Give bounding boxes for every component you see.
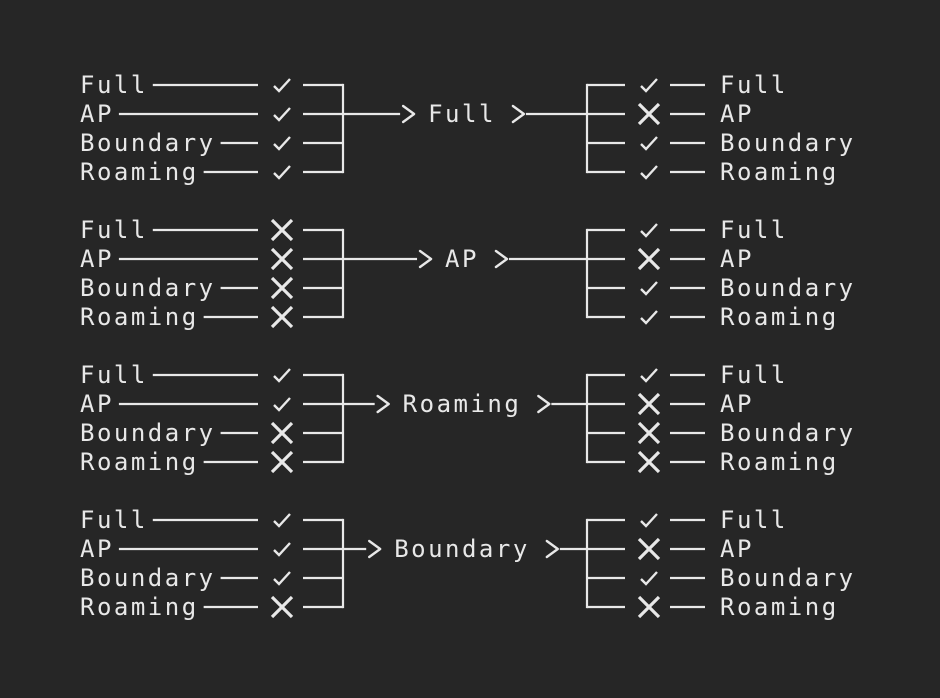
check-icon <box>273 368 291 383</box>
target-mode-label: Full <box>720 506 788 534</box>
target-mode-label: Boundary <box>720 129 856 157</box>
target-mode-label: Roaming <box>720 593 839 621</box>
check-icon <box>273 78 291 93</box>
cross-icon <box>637 102 661 126</box>
source-mode-label: Full <box>80 216 148 244</box>
source-mode-label: Roaming <box>80 448 199 476</box>
check-icon <box>640 78 658 93</box>
source-mode-label: Boundary <box>80 419 216 447</box>
check-icon <box>273 165 291 180</box>
center-mode-label: Roaming <box>403 390 522 418</box>
check-icon <box>640 310 658 325</box>
source-mode-label: Boundary <box>80 274 216 302</box>
check-icon <box>273 397 291 412</box>
target-mode-label: AP <box>720 390 754 418</box>
target-mode-label: Full <box>720 216 788 244</box>
cross-icon <box>270 450 294 474</box>
arrow-right-icon <box>368 539 382 559</box>
cross-icon <box>270 305 294 329</box>
arrow-right-icon <box>545 539 559 559</box>
target-mode-label: Boundary <box>720 564 856 592</box>
source-mode-label: Full <box>80 506 148 534</box>
target-mode-label: Roaming <box>720 158 839 186</box>
check-icon <box>640 136 658 151</box>
check-icon <box>273 513 291 528</box>
source-mode-label: AP <box>80 100 114 128</box>
target-mode-label: Roaming <box>720 303 839 331</box>
check-icon <box>273 542 291 557</box>
source-mode-label: AP <box>80 245 114 273</box>
source-mode-label: Roaming <box>80 158 199 186</box>
check-icon <box>640 165 658 180</box>
arrow-right-icon <box>511 104 526 124</box>
source-mode-label: AP <box>80 390 114 418</box>
target-mode-label: AP <box>720 100 754 128</box>
cross-icon <box>270 595 294 619</box>
source-mode-label: AP <box>80 535 114 563</box>
arrow-right-icon <box>537 394 551 414</box>
check-icon <box>273 107 291 122</box>
cross-icon <box>637 450 661 474</box>
source-mode-label: Full <box>80 71 148 99</box>
target-mode-label: Boundary <box>720 419 856 447</box>
source-mode-label: Roaming <box>80 303 199 331</box>
source-mode-label: Boundary <box>80 129 216 157</box>
arrow-right-icon <box>494 249 509 269</box>
transition-group-full: FullAPBoundaryRoamingFullFullAPBoundaryR… <box>80 71 856 186</box>
source-mode-label: Full <box>80 361 148 389</box>
cross-icon <box>270 218 294 242</box>
target-mode-label: Roaming <box>720 448 839 476</box>
check-icon <box>640 368 658 383</box>
arrow-right-icon <box>401 104 416 124</box>
transition-group-roaming: FullAPBoundaryRoamingRoamingFullAPBounda… <box>80 361 856 476</box>
center-mode-label: AP <box>445 245 479 273</box>
check-icon <box>640 513 658 528</box>
cross-icon <box>270 276 294 300</box>
check-icon <box>273 571 291 586</box>
cross-icon <box>637 392 661 416</box>
cross-icon <box>637 595 661 619</box>
check-icon <box>640 223 658 238</box>
target-mode-label: Full <box>720 361 788 389</box>
center-mode-label: Boundary <box>394 535 530 563</box>
target-mode-label: Full <box>720 71 788 99</box>
source-mode-label: Roaming <box>80 593 199 621</box>
target-mode-label: Boundary <box>720 274 856 302</box>
transition-group-ap: FullAPBoundaryRoamingAPFullAPBoundaryRoa… <box>80 216 856 331</box>
arrow-right-icon <box>376 394 390 414</box>
cross-icon <box>270 247 294 271</box>
target-mode-label: AP <box>720 245 754 273</box>
target-mode-label: AP <box>720 535 754 563</box>
transition-group-boundary: FullAPBoundaryRoamingBoundaryFullAPBound… <box>80 506 856 621</box>
cross-icon <box>637 537 661 561</box>
arrow-right-icon <box>418 249 433 269</box>
cross-icon <box>637 247 661 271</box>
source-mode-label: Boundary <box>80 564 216 592</box>
check-icon <box>640 571 658 586</box>
check-icon <box>640 281 658 296</box>
cross-icon <box>637 421 661 445</box>
cross-icon <box>270 421 294 445</box>
center-mode-label: Full <box>428 100 496 128</box>
check-icon <box>273 136 291 151</box>
